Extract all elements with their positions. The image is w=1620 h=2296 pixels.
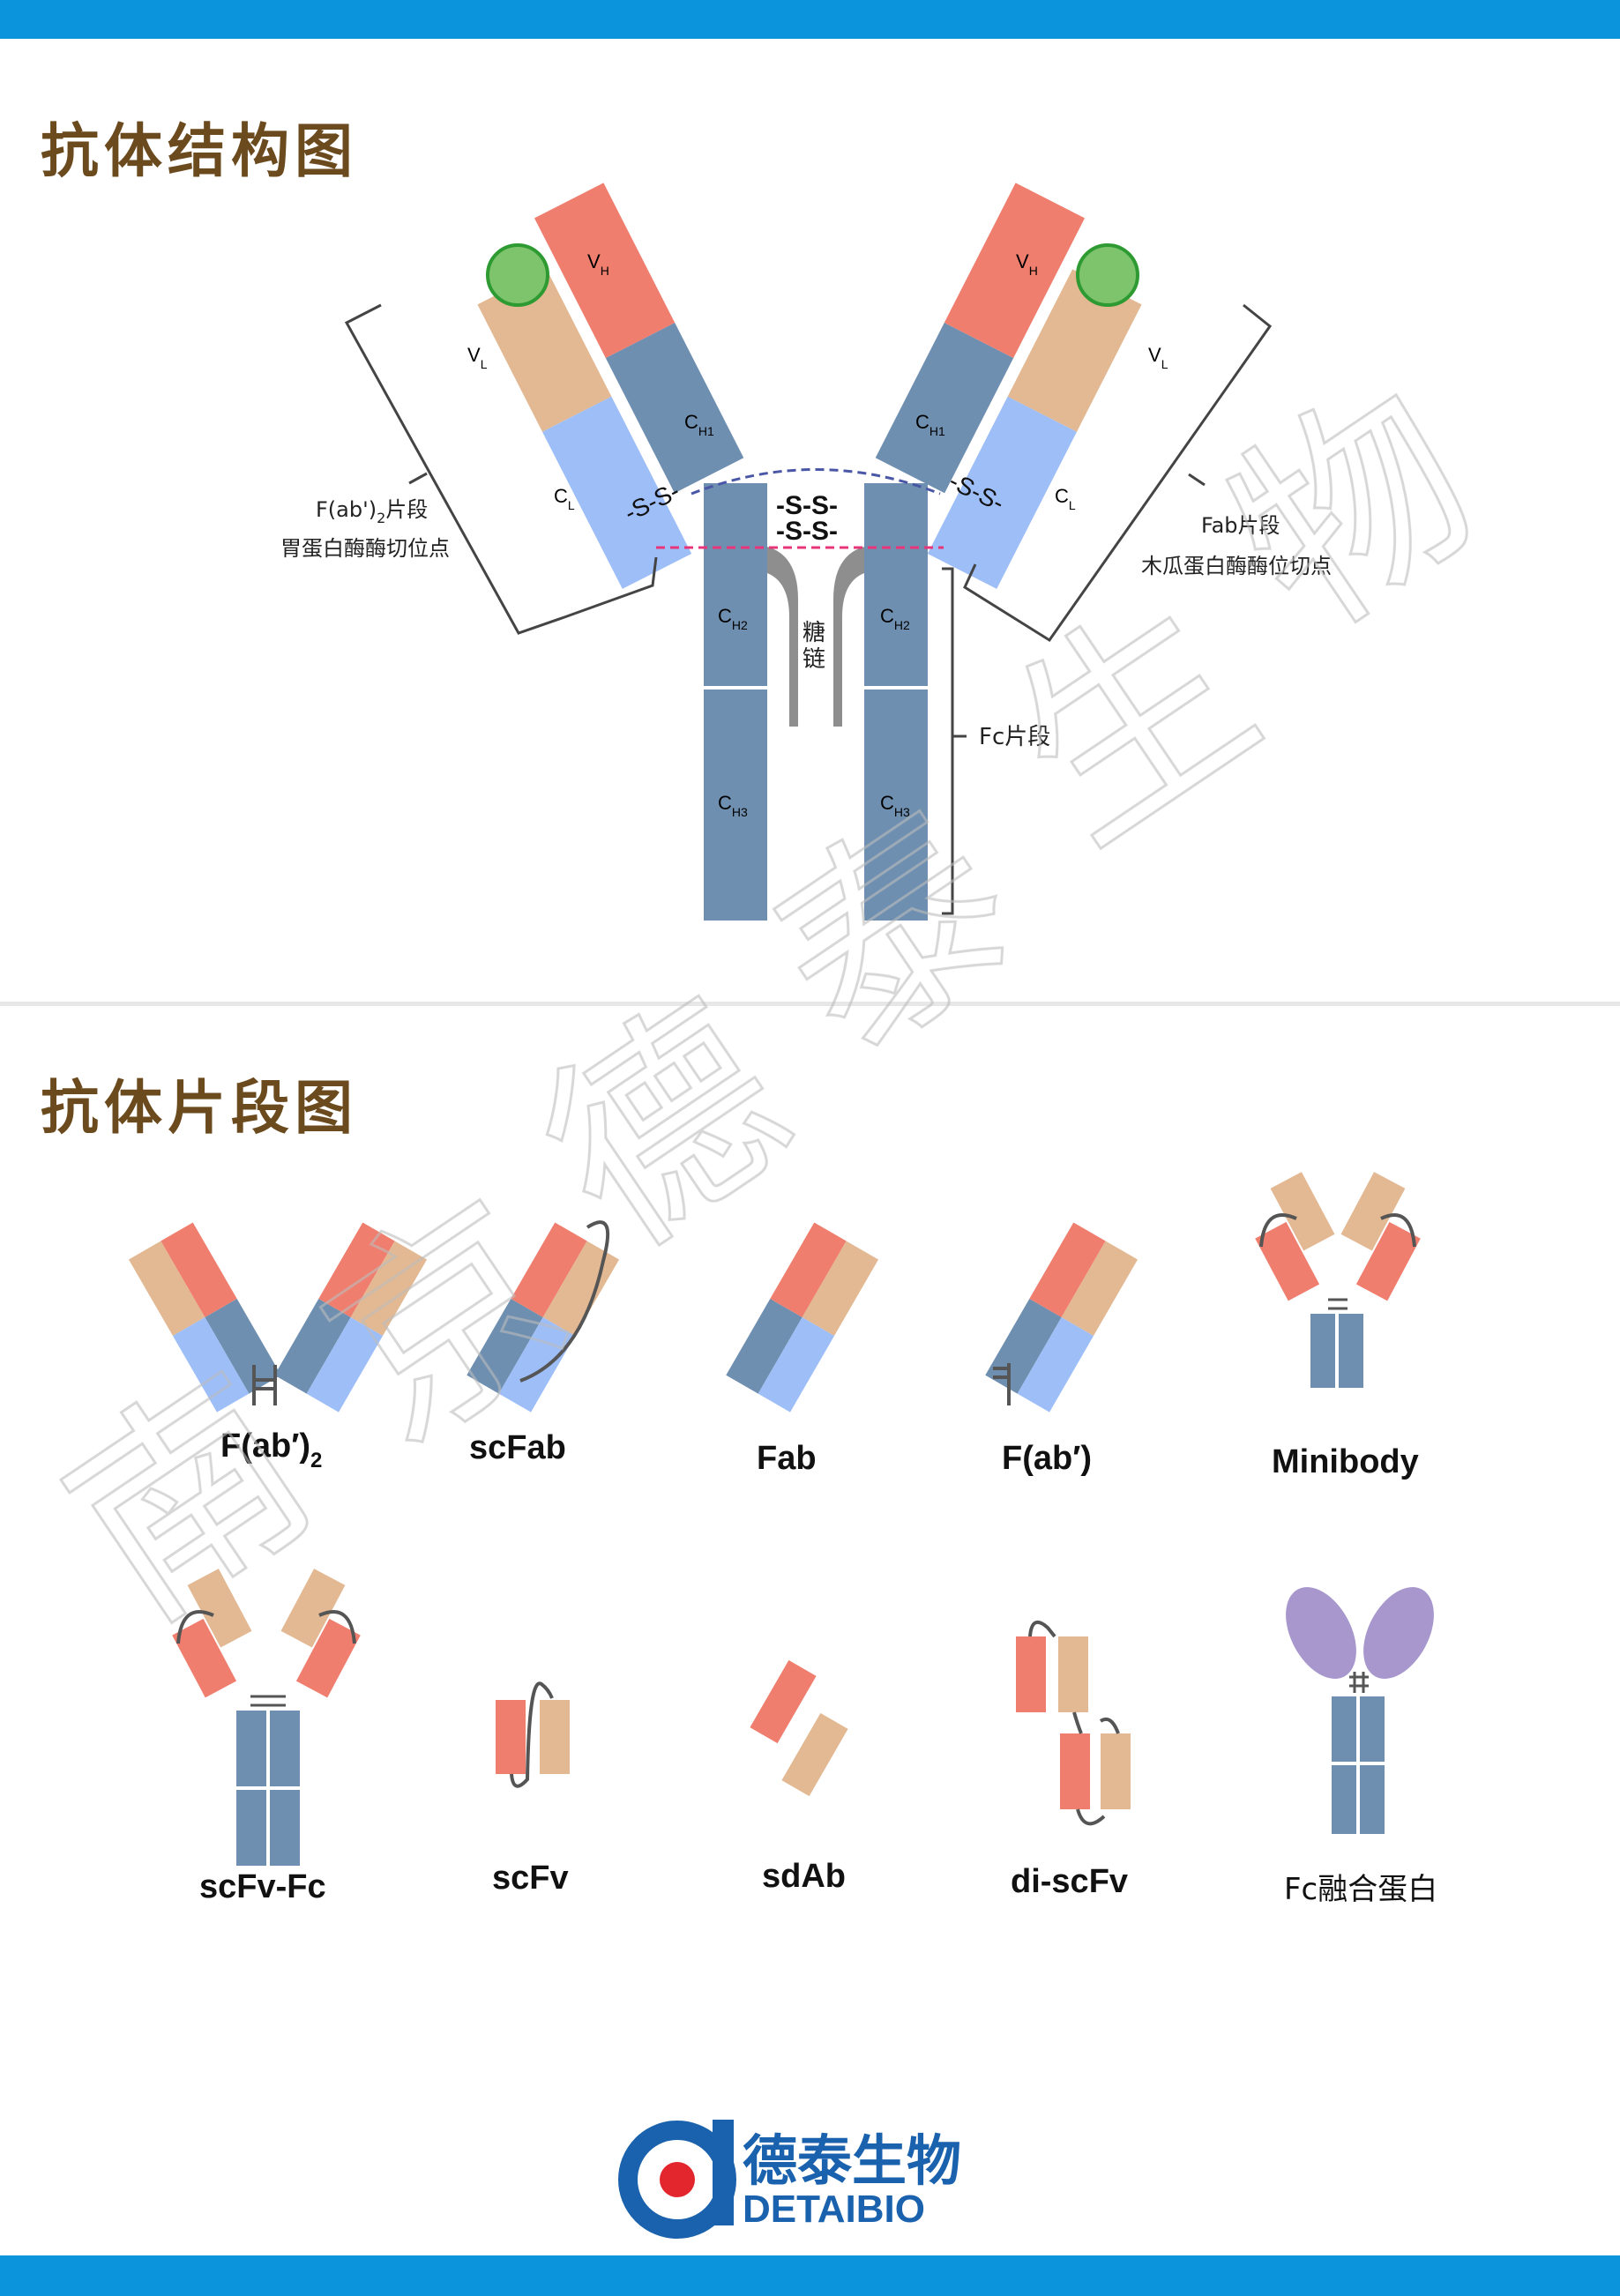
label-fab: Fab — [757, 1440, 817, 1477]
label-sdab: sdAb — [762, 1858, 846, 1895]
left-cl-label: CL — [554, 485, 575, 512]
left-ch2-label: CH2 — [718, 605, 748, 632]
hinge-disulfide-bottom: -S-S- — [776, 517, 838, 546]
fab-fragment-label: Fab片段 — [1201, 513, 1280, 538]
fab-bracket — [963, 303, 1273, 643]
right-vh-domain — [944, 183, 1086, 358]
watermark-char-4: 泰 — [732, 765, 1058, 1101]
fragment-fab: Fab — [726, 1222, 879, 1477]
fab2-fragment-label: F(ab')2片段 — [316, 497, 428, 526]
fragments-section-title: 抗体片段图 — [41, 1074, 358, 1142]
label-fc-fusion: Fc融合蛋白 — [1284, 1872, 1437, 1907]
right-antigen — [1076, 243, 1139, 307]
watermark-char-6: 物 — [1191, 342, 1517, 678]
fragment-fc-fusion: Fc融合蛋白 — [1284, 1587, 1437, 1907]
left-ch3-label: CH3 — [718, 792, 748, 819]
left-vl-label: VL — [467, 344, 488, 371]
right-ch3-domain — [864, 690, 928, 921]
fc-fragment-label: Fc片段 — [979, 724, 1050, 750]
right-cl-label: CL — [1055, 485, 1076, 512]
label-di-scfv: di-scFv — [1011, 1863, 1128, 1900]
logo-name-en: DETAIBIO — [743, 2188, 925, 2231]
fragment-fab2: F(ab′)2 — [128, 1222, 428, 1472]
label-scfv: scFv — [492, 1860, 569, 1897]
left-vh-domain — [534, 183, 676, 358]
fragment-minibody: Minibody — [1255, 1172, 1421, 1480]
left-ch1-domain — [605, 323, 744, 494]
right-ch2-domain — [864, 483, 928, 686]
label-scfab: scFab — [469, 1429, 566, 1466]
right-ch2-label: CH2 — [880, 605, 910, 632]
fc-bracket — [942, 567, 954, 915]
fragment-gallery: F(ab′)2 scFab Fab F(ab′) — [128, 1172, 1437, 1907]
glycan-chain — [767, 547, 864, 727]
hinge-disulfide-top: -S-S- — [776, 491, 838, 520]
fragment-di-scfv: di-scFv — [1011, 1620, 1131, 1900]
left-cl-domain — [541, 396, 692, 589]
bottom-banner — [0, 2255, 1620, 2296]
right-ch1-label: CH1 — [915, 411, 945, 438]
right-vh-label: VH — [1016, 250, 1038, 278]
left-ch1-label: CH1 — [684, 411, 714, 438]
company-logo: 德泰生物 DETAIBIO — [618, 2120, 961, 2239]
fc-stem: 糖 链 CH2 CH2 CH3 CH3 — [704, 483, 928, 921]
right-ch3-label: CH3 — [880, 792, 910, 819]
label-minibody: Minibody — [1272, 1443, 1419, 1480]
right-arm: VH VL CH1 CL — [875, 183, 1168, 589]
left-antigen — [486, 243, 549, 307]
right-cl-domain — [927, 396, 1078, 589]
fragment-scfv: scFv — [492, 1681, 570, 1897]
papain-site-label: 木瓜蛋白酶酶位切点 — [1141, 554, 1332, 578]
glycan-label-1: 糖 — [803, 619, 825, 645]
right-vl-domain — [1007, 269, 1142, 432]
left-ch2-domain — [704, 483, 767, 686]
left-ch3-domain — [704, 690, 767, 921]
left-vl-domain — [477, 269, 612, 432]
fragment-fab-prime: F(ab′) — [985, 1222, 1138, 1477]
fab2-bracket — [344, 303, 658, 635]
fragment-scfv-fc: scFv-Fc — [172, 1569, 361, 1905]
top-banner — [0, 0, 1620, 39]
logo-name-cn: 德泰生物 — [743, 2128, 961, 2193]
label-scfv-fc: scFv-Fc — [199, 1868, 326, 1905]
section-divider — [0, 1002, 1620, 1006]
fragment-sdab: sdAb — [750, 1659, 848, 1895]
label-fab2: F(ab′)2 — [220, 1428, 322, 1472]
left-vh-label: VH — [587, 250, 609, 278]
structure-section-title: 抗体结构图 — [41, 117, 358, 185]
pepsin-site-label: 胃蛋白酶酶切位点 — [280, 536, 450, 561]
right-vl-label: VL — [1148, 344, 1168, 371]
label-fab-prime: F(ab′) — [1002, 1440, 1092, 1477]
fragment-scfab: scFab — [467, 1220, 620, 1466]
logo-dot — [660, 2162, 695, 2197]
glycan-label-2: 链 — [803, 645, 825, 672]
right-ch1-domain — [875, 323, 1014, 494]
watermark-char-5: 生 — [970, 554, 1296, 890]
hinge-arc — [691, 468, 941, 496]
main-antibody: VH VL CH1 CL VH VL CH1 CL — [280, 183, 1332, 921]
left-arm: VH VL CH1 CL — [467, 183, 744, 589]
